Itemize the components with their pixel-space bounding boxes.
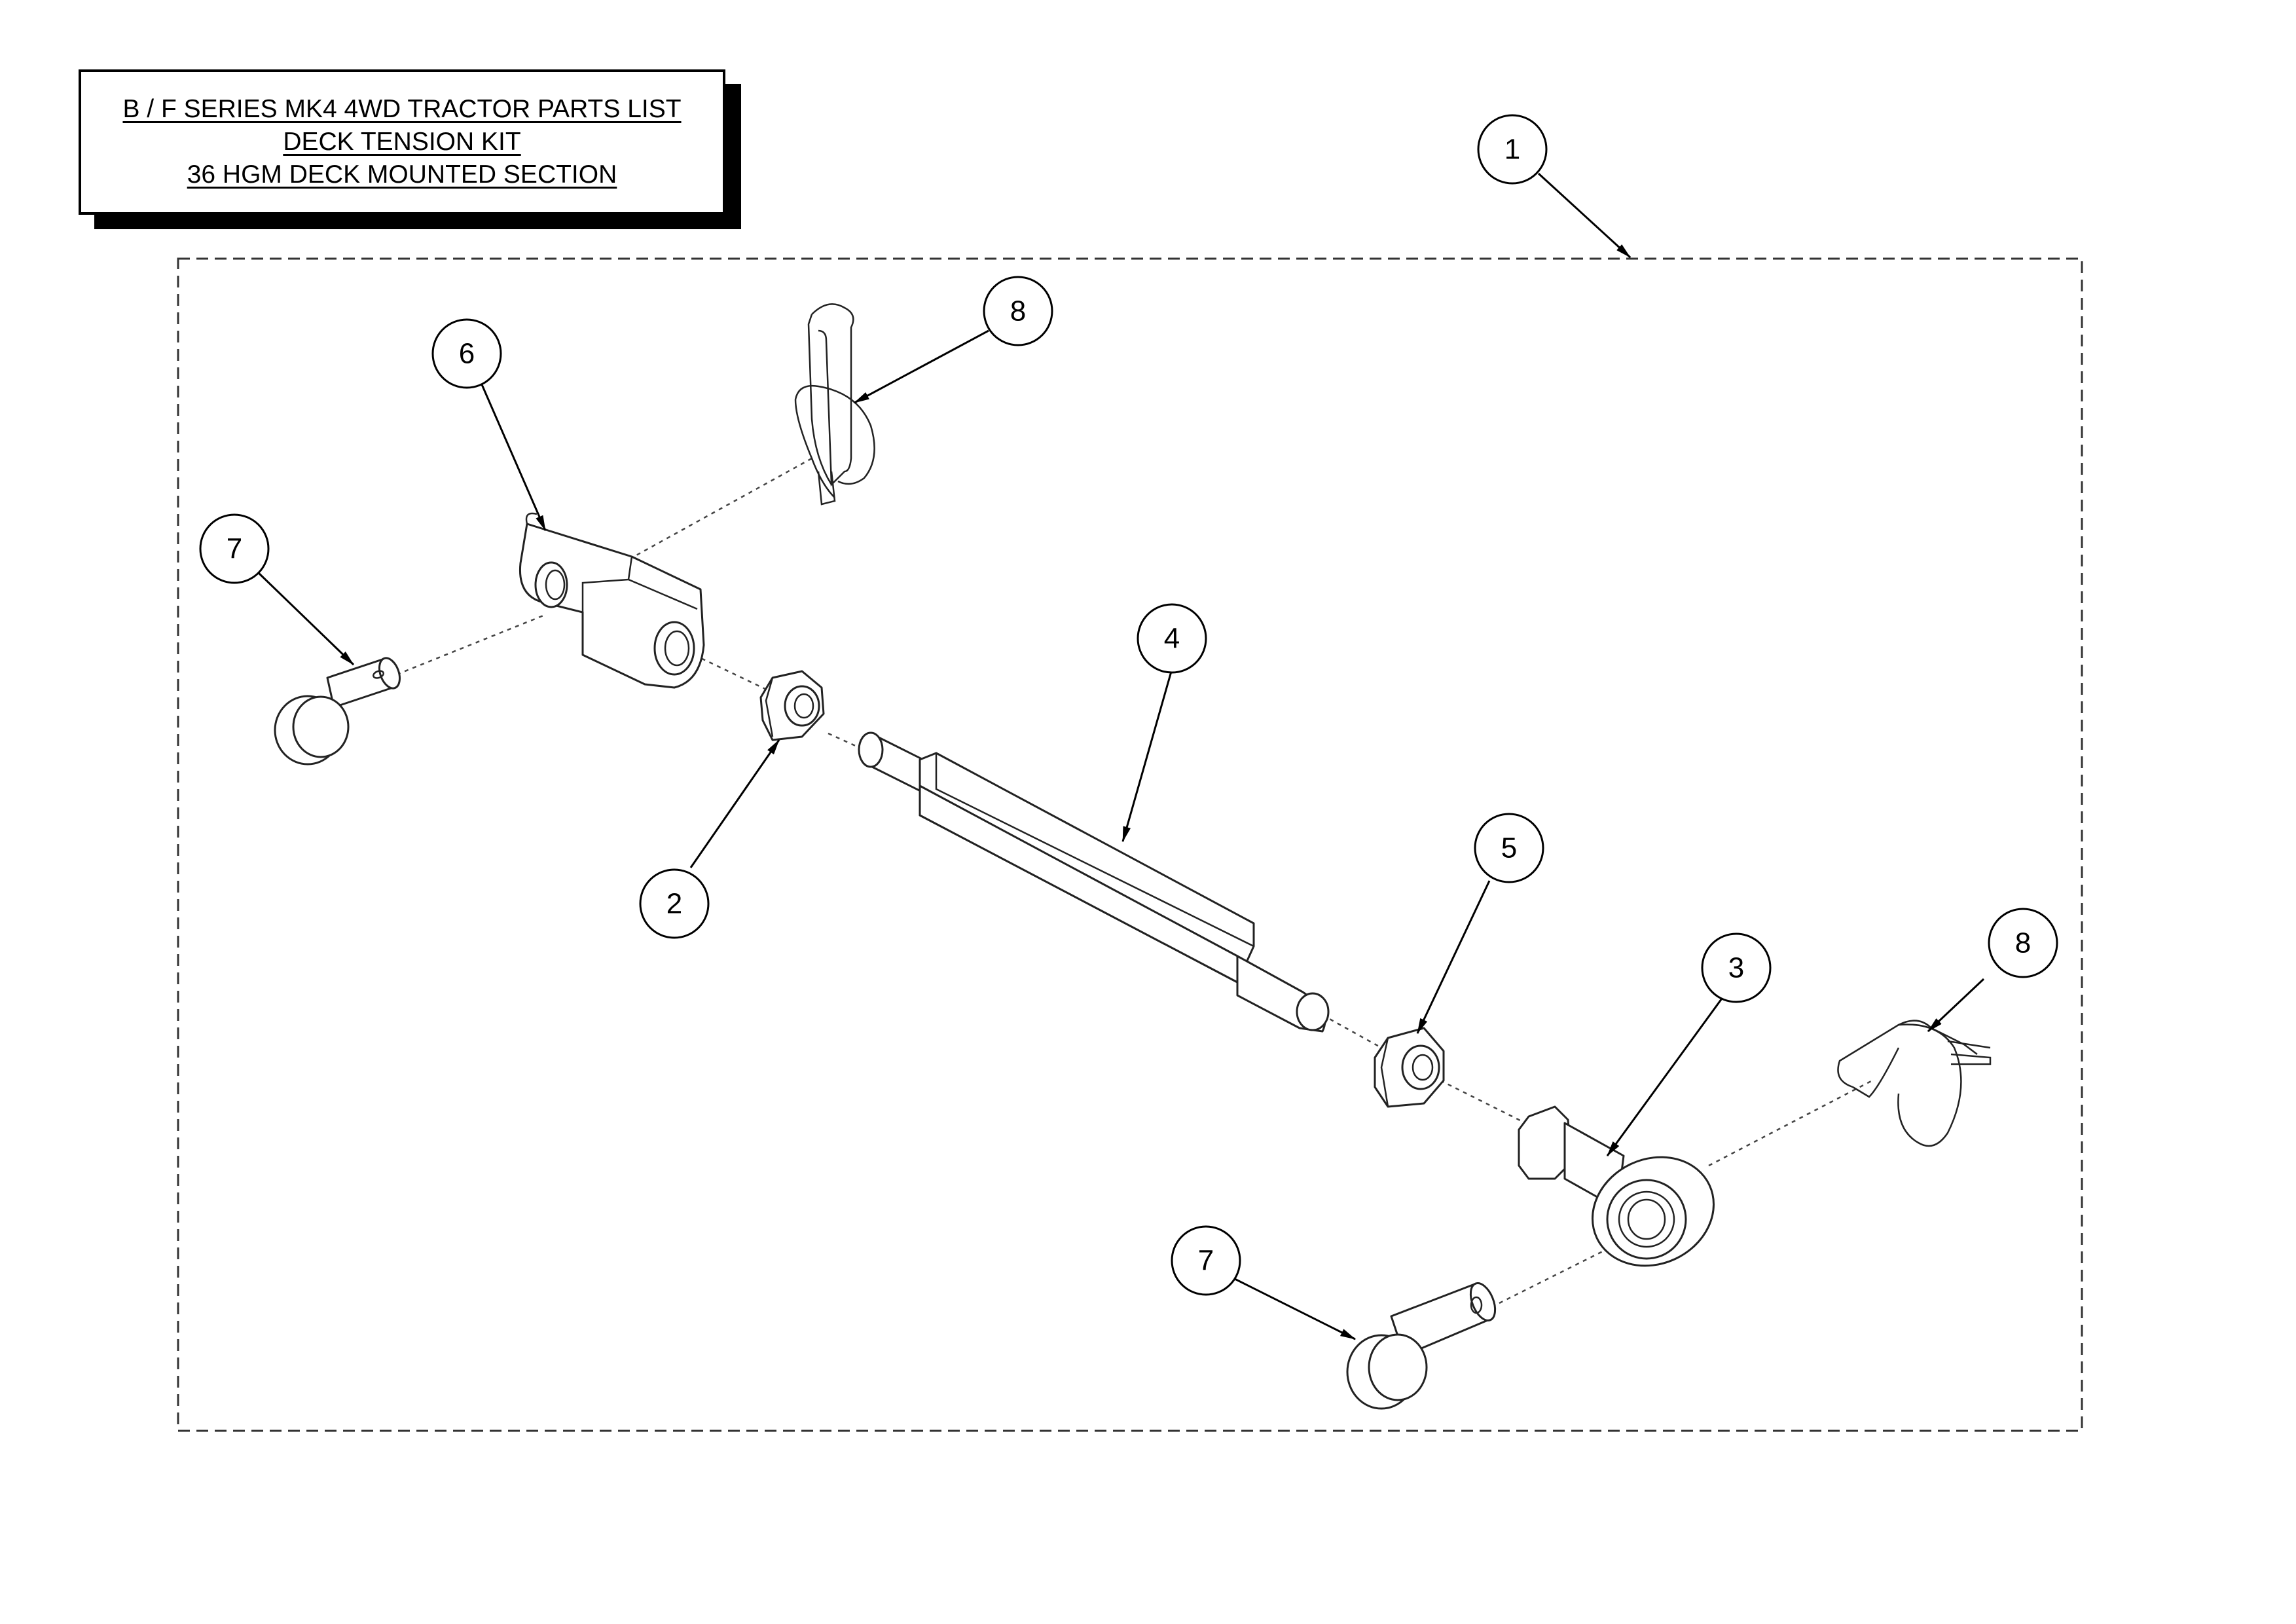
callout-7a: 7 xyxy=(199,513,270,584)
part-rod-end xyxy=(1518,1105,1715,1267)
part-clevis-pin-left xyxy=(274,657,401,766)
callout-8b-label: 8 xyxy=(2015,927,2031,959)
leader-2 xyxy=(689,739,780,868)
callout-5-label: 5 xyxy=(1501,832,1517,864)
leader-7b xyxy=(1230,1276,1357,1340)
callout-6: 6 xyxy=(431,318,502,389)
callout-4: 4 xyxy=(1137,603,1207,674)
callout-1: 1 xyxy=(1477,114,1548,185)
part-r-clip-lower xyxy=(1837,1020,1992,1147)
callout-8a-label: 8 xyxy=(1010,295,1026,327)
title-line-3: 36 HGM DECK MOUNTED SECTION xyxy=(187,160,617,189)
alignment-lines xyxy=(396,457,1873,1304)
part-adjuster-rod xyxy=(858,731,1330,1033)
part-r-clip-upper xyxy=(794,303,875,506)
callout-8b: 8 xyxy=(1988,908,2058,978)
leader-3 xyxy=(1606,993,1726,1156)
leader-8a xyxy=(853,329,989,404)
part-hex-nut-right xyxy=(1374,1027,1445,1108)
leader-6 xyxy=(480,382,547,532)
callout-8a: 8 xyxy=(983,276,1053,346)
part-hex-nut-left xyxy=(759,670,825,741)
callout-7a-label: 7 xyxy=(227,533,242,565)
callout-2: 2 xyxy=(639,868,710,939)
title-line-2: DECK TENSION KIT xyxy=(283,128,521,156)
part-clevis-yoke xyxy=(519,512,705,689)
callout-6-label: 6 xyxy=(459,338,475,370)
callout-5: 5 xyxy=(1474,813,1544,883)
callout-1-label: 1 xyxy=(1504,134,1520,166)
callout-4-label: 4 xyxy=(1164,623,1180,655)
callout-3: 3 xyxy=(1701,932,1772,1003)
title-box: B / F SERIES MK4 4WD TRACTOR PARTS LIST … xyxy=(79,69,725,215)
assembly-boundary xyxy=(177,257,2083,1432)
callout-2-label: 2 xyxy=(666,888,682,920)
leader-1 xyxy=(1537,172,1631,259)
part-clevis-pin-right xyxy=(1346,1282,1497,1410)
title-line-1: B / F SERIES MK4 4WD TRACTOR PARTS LIST xyxy=(122,95,682,123)
leader-8b xyxy=(1927,978,1985,1033)
callout-7b-label: 7 xyxy=(1198,1245,1214,1277)
callout-3-label: 3 xyxy=(1728,952,1744,984)
leader-4 xyxy=(1121,669,1173,843)
leader-lines xyxy=(257,172,1985,1340)
callout-7b: 7 xyxy=(1171,1225,1241,1296)
leader-5 xyxy=(1416,880,1491,1035)
leader-7a xyxy=(257,572,355,666)
